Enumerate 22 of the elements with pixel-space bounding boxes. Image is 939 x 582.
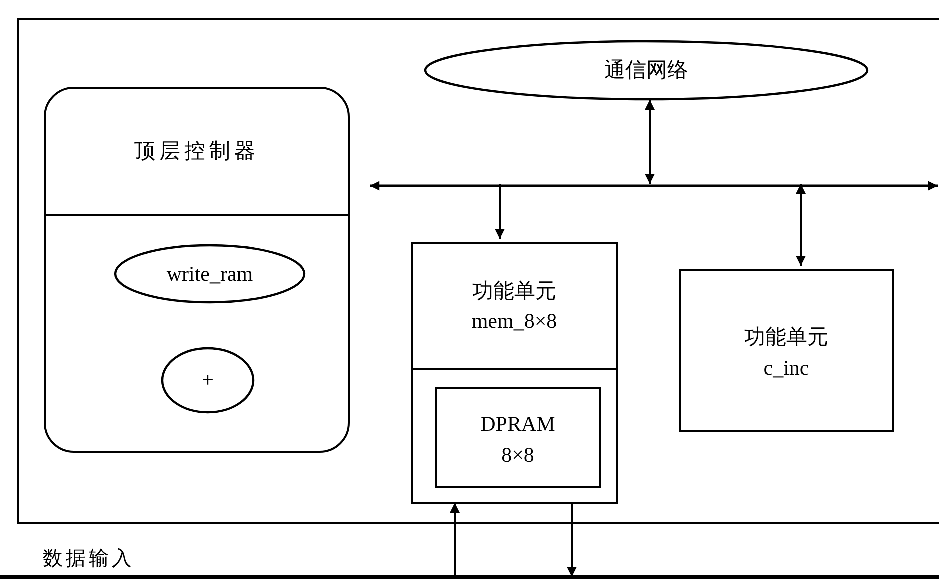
unit-box — [435, 387, 601, 488]
arrow — [567, 503, 577, 577]
controller-title: 顶层控制器 — [134, 138, 260, 166]
node-label: 通信网络 — [604, 57, 688, 84]
ellipse-node — [424, 40, 869, 101]
unit-box — [679, 269, 894, 432]
frame-box — [17, 18, 939, 524]
ellipse-node — [114, 244, 306, 304]
node-label: 功能单元 mem_8×8 — [470, 278, 558, 335]
arrow — [450, 503, 460, 577]
ellipse-node — [161, 347, 255, 414]
arrow — [645, 100, 655, 184]
unit-box — [411, 242, 618, 504]
node-label: 功能单元 c_inc — [744, 324, 830, 382]
bus-line — [368, 179, 939, 193]
bus-label: 数据输入 — [43, 547, 135, 572]
arrow — [796, 184, 806, 266]
node-label: DPRAM 8×8 — [480, 411, 556, 468]
node-label: write_ram — [166, 260, 254, 288]
node-label: + — [202, 367, 214, 394]
arrow — [495, 184, 505, 239]
controller-box — [44, 87, 350, 453]
